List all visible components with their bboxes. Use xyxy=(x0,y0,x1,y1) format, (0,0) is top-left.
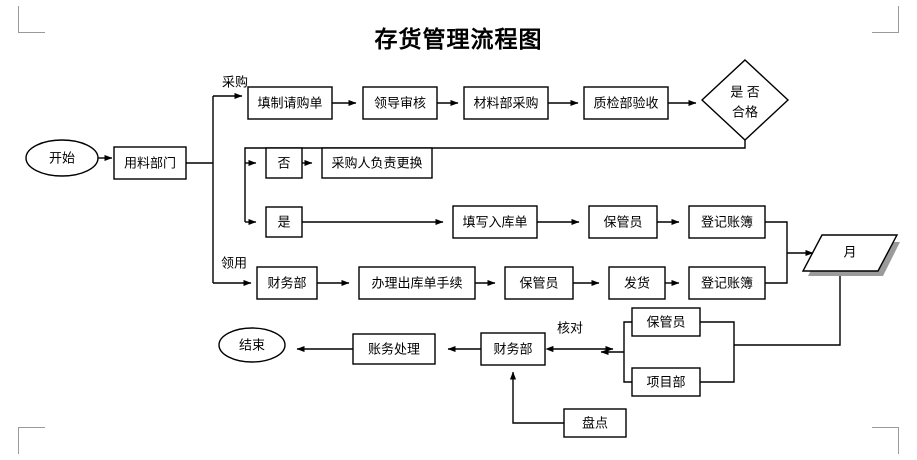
node-start[interactable]: 开始 xyxy=(25,139,99,177)
page-corner-mark-top-left xyxy=(18,6,45,33)
node-review-label: 领导审核 xyxy=(374,95,426,110)
edge-qualified-return xyxy=(244,140,746,222)
node-keeper-check-label: 保管员 xyxy=(646,314,685,329)
node-no-label: 否 xyxy=(277,155,290,170)
node-inspect-label: 质检部验收 xyxy=(593,95,658,110)
node-yes-label: 是 xyxy=(277,214,290,229)
edge-ledger1-merge xyxy=(765,221,788,253)
node-end[interactable]: 结束 xyxy=(218,327,286,363)
node-dept[interactable]: 用料部门 xyxy=(113,146,187,180)
node-start-label: 开始 xyxy=(49,150,75,165)
node-qualified-label-line2: 合格 xyxy=(732,104,758,119)
node-outstock-procedure-label: 办理出库单手续 xyxy=(371,275,462,290)
node-accounting[interactable]: 账务处理 xyxy=(352,333,436,365)
node-finance-check[interactable]: 财务部 xyxy=(480,332,546,366)
node-requisition-label: 填制请购单 xyxy=(257,95,322,110)
node-outstock-procedure[interactable]: 办理出库单手续 xyxy=(358,266,476,300)
node-stocktake-label: 盘点 xyxy=(582,415,608,430)
node-ledger-instock-label: 登记账簿 xyxy=(701,214,753,229)
node-purchase[interactable]: 材料部采购 xyxy=(463,86,549,120)
node-keeper-check[interactable]: 保管员 xyxy=(631,307,701,337)
node-month-label: 月 xyxy=(843,244,856,259)
node-review[interactable]: 领导审核 xyxy=(362,86,438,120)
node-keeper-outstock-label: 保管员 xyxy=(519,275,558,290)
page-corner-mark-top-right xyxy=(872,6,899,33)
node-finance-check-label: 财务部 xyxy=(493,341,532,356)
node-keeper-instock[interactable]: 保管员 xyxy=(588,205,658,239)
node-purchase-label: 材料部采购 xyxy=(473,95,538,110)
node-end-label: 结束 xyxy=(239,337,265,352)
node-ledger-outstock-label: 登记账簿 xyxy=(701,275,753,290)
node-project-dept[interactable]: 项目部 xyxy=(631,367,701,397)
node-finance-issue[interactable]: 财务部 xyxy=(256,266,318,300)
node-project-dept-label: 项目部 xyxy=(646,374,685,389)
node-dept-label: 用料部门 xyxy=(124,155,176,170)
node-replace-label: 采购人负责更换 xyxy=(331,155,422,170)
node-yes[interactable]: 是 xyxy=(265,206,303,238)
node-replace[interactable]: 采购人负责更换 xyxy=(321,147,433,179)
node-ledger-instock[interactable]: 登记账簿 xyxy=(688,205,766,239)
node-ship-label: 发货 xyxy=(624,275,650,290)
node-keeper-instock-label: 保管员 xyxy=(603,214,642,229)
node-inspect[interactable]: 质检部验收 xyxy=(583,86,669,120)
page-corner-mark-bottom-right xyxy=(872,427,899,454)
edge-ledger2-merge xyxy=(765,253,788,284)
node-qualified-label-line1: 是 否 xyxy=(730,84,760,99)
edge-stocktake-to-finance2 xyxy=(509,371,564,424)
edge-month-to-check-junction xyxy=(734,271,841,346)
page-corner-mark-bottom-left xyxy=(18,427,45,454)
node-finance-issue-label: 财务部 xyxy=(267,275,306,290)
node-month[interactable]: 月 xyxy=(801,234,900,276)
edge-label-check: 核对 xyxy=(557,320,583,335)
edge-label-issue-branch: 领用 xyxy=(221,255,247,270)
node-instock-form[interactable]: 填写入库单 xyxy=(452,205,538,239)
node-requisition[interactable]: 填制请购单 xyxy=(247,86,333,120)
edge-label-purchase-branch: 采购 xyxy=(222,74,248,89)
node-stocktake[interactable]: 盘点 xyxy=(563,408,627,438)
node-ship[interactable]: 发货 xyxy=(608,266,666,300)
node-accounting-label: 账务处理 xyxy=(368,341,420,356)
page-title: 存货管理流程图 xyxy=(374,27,543,52)
node-qualified-decision[interactable]: 是 否 合格 xyxy=(700,59,790,141)
node-keeper-outstock[interactable]: 保管员 xyxy=(504,266,574,300)
node-no[interactable]: 否 xyxy=(265,147,303,179)
node-ledger-outstock[interactable]: 登记账簿 xyxy=(688,266,766,300)
node-instock-form-label: 填写入库单 xyxy=(462,214,527,229)
edge-keeper3-right xyxy=(700,321,735,383)
